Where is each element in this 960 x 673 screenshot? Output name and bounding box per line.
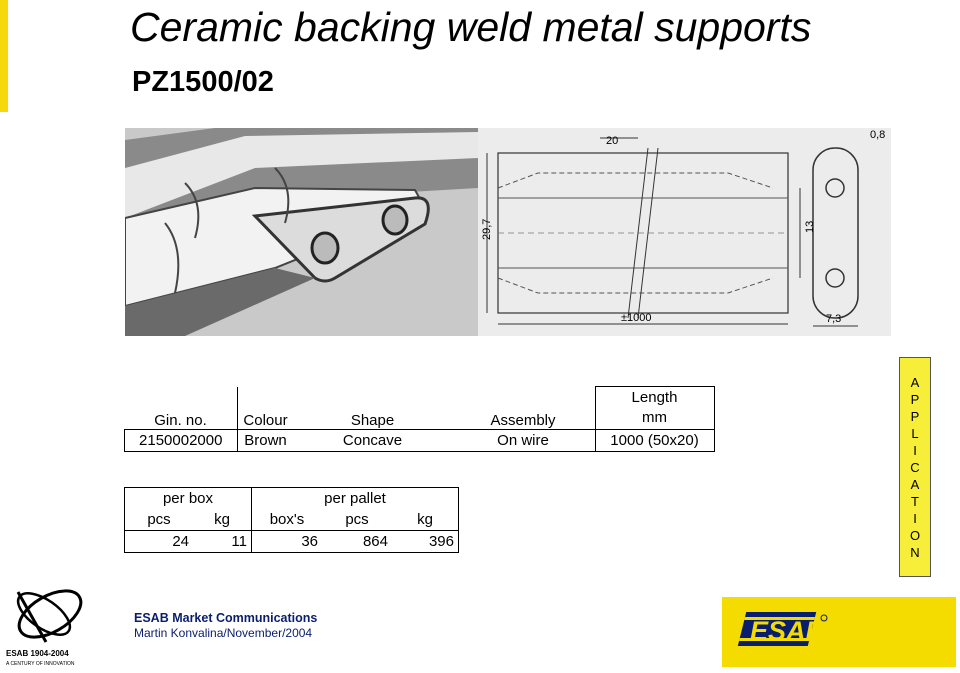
footer-author: Martin Konvalina/November/2004 [134,626,313,640]
header-shape: Shape [350,412,395,429]
product-code: PZ1500/02 [132,66,274,98]
cell-length: 1000 (50x20) [594,429,715,452]
dim-thickness-label: 0,8 [870,129,885,141]
side-tab-letter: I [913,510,917,526]
side-tab-letter: I [913,442,917,458]
esab-logo-icon: ESAB [722,597,956,667]
header-box-pcs: pcs [124,509,193,531]
product-photo [125,128,478,336]
side-tab-letter: N [910,544,920,560]
packing-group-header: per box per pallet [124,487,459,509]
dim-width-label: 7,3 [826,313,841,325]
esab-brand-panel: ESAB [722,597,956,667]
page-title: Ceramic backing weld metal supports [130,4,812,50]
cell-shape: Concave [293,429,452,452]
side-tab-letter: O [909,527,921,543]
registered-mark-icon [820,614,828,622]
side-tab-letter: L [911,425,919,441]
header-length: Length mm [594,386,715,430]
logo-caption-2: A CENTURY OF INNOVATION [6,661,75,667]
cell-colour: Brown [236,429,294,452]
footer-department: ESAB Market Communications [134,611,318,625]
technical-drawing: 20 0,8 29,7 13 ±1000 7,3 [478,128,891,336]
packing-table: per box per pallet pcs kg box's pcs kg 2… [124,487,459,553]
esab-logo-text: ESAB [750,616,825,646]
header-length-line1: Length [631,389,678,406]
cell-box-kg: 11 [193,530,252,553]
cell-pallet-pcs: 864 [322,530,392,553]
side-tab-letter: P [910,408,920,424]
dim-top-label: 20 [606,135,618,147]
header-pallet-pcs: pcs [322,509,392,531]
cell-gin: 2150002000 [124,429,237,452]
side-tab-letter: A [910,374,920,390]
header-pallet-boxes: box's [251,509,322,531]
header-box-kg: kg [193,509,252,531]
cell-box-pcs: 24 [124,530,193,553]
dim-length-label: ±1000 [621,312,652,324]
centenary-logo-icon: ESAB 1904-2004 A CENTURY OF INNOVATION [6,589,83,667]
header-colour: Colour [236,386,294,430]
dim-height-label: 29,7 [481,219,493,240]
dim-hole-label: 13 [804,221,816,233]
centenary-logo: ESAB 1904-2004 A CENTURY OF INNOVATION [4,580,96,668]
product-table: Gin. no. Colour Shape Assembly Length mm… [124,386,715,452]
side-tab-letter: T [911,493,919,509]
logo-caption-1: ESAB 1904-2004 [6,649,69,658]
side-tab-letter: A [910,476,920,492]
group-per-pallet: per pallet [251,487,459,509]
table-row: 24 11 36 864 396 [124,530,459,553]
product-photo-graphic [125,128,478,336]
header-assembly: Assembly [490,412,556,429]
header-length-line2: mm [642,409,667,426]
cell-pallet-boxes: 36 [251,530,322,553]
packing-column-header: pcs kg box's pcs kg [124,509,459,531]
side-tab-letter: P [910,391,920,407]
side-tab-letter: C [910,459,920,475]
table-row: 2150002000 Brown Concave On wire 1000 (5… [124,429,715,452]
group-per-box: per box [124,487,252,509]
application-side-tab: A P P L I C A T I O N [899,357,931,577]
header-gin: Gin. no. [154,412,207,429]
accent-bar [0,0,8,112]
cell-assembly: On wire [451,429,595,452]
cell-pallet-kg: 396 [392,530,459,553]
product-table-header: Gin. no. Colour Shape Assembly Length mm [125,386,715,430]
technical-drawing-graphic: 20 0,8 29,7 13 ±1000 7,3 [478,128,891,336]
header-pallet-kg: kg [392,509,459,531]
